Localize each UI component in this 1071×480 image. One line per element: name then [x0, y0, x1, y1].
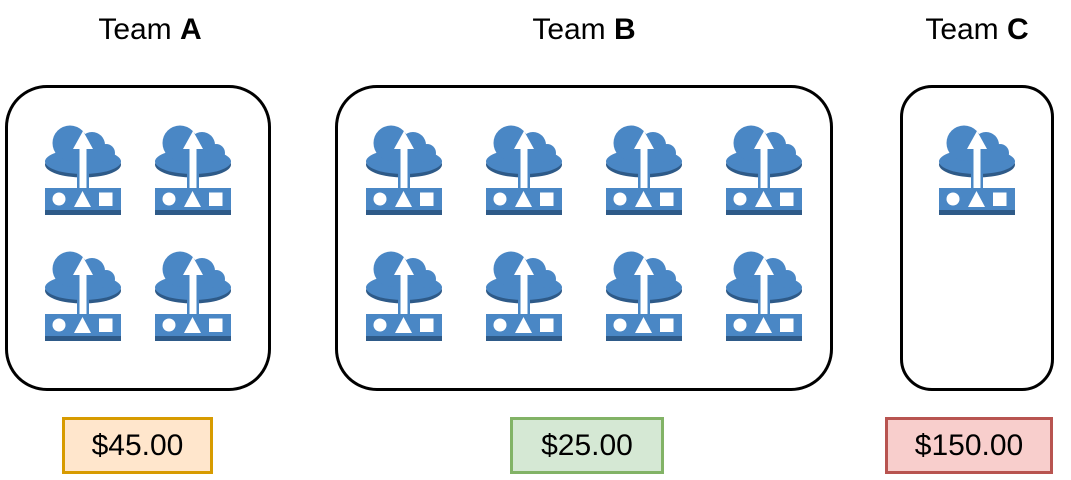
team-a-title-prefix: Team — [98, 13, 181, 46]
cloud-upload-icon — [726, 125, 802, 215]
cloud-upload-icon — [726, 251, 802, 341]
cloud-upload-icon — [486, 251, 562, 341]
team-a-title-letter: A — [180, 13, 202, 46]
cloud-upload-icon — [366, 251, 442, 341]
team-c-cost-label: $150.00 — [885, 417, 1053, 474]
cloud-upload-icon — [606, 125, 682, 215]
team-a-cost-text: $45.00 — [91, 428, 184, 462]
cloud-upload-icon — [155, 251, 231, 341]
cloud-upload-icon — [45, 251, 121, 341]
team-b-box — [335, 85, 833, 391]
team-a-box — [5, 85, 271, 391]
cloud-upload-icon — [939, 125, 1015, 215]
cloud-upload-icon — [366, 125, 442, 215]
team-c-cost-text: $150.00 — [914, 428, 1024, 462]
team-b-title-letter: B — [614, 13, 636, 46]
team-a-cost-label: $45.00 — [62, 417, 213, 474]
team-c-icon-grid — [903, 88, 1051, 218]
cloud-upload-icon — [45, 125, 121, 215]
team-b-cost-label: $25.00 — [510, 417, 664, 474]
team-c-box — [900, 85, 1054, 391]
cloud-upload-icon — [606, 251, 682, 341]
team-b-title-prefix: Team — [532, 13, 615, 46]
team-b-cost-text: $25.00 — [541, 428, 633, 462]
team-c-title-prefix: Team — [925, 13, 1008, 46]
team-c-title: Team C — [900, 8, 1054, 52]
team-a-icon-grid — [8, 88, 268, 344]
team-b-title: Team B — [335, 8, 833, 52]
cloud-upload-icon — [155, 125, 231, 215]
team-b-icon-grid — [338, 88, 830, 344]
team-c-title-letter: C — [1007, 13, 1029, 46]
team-a-title: Team A — [0, 8, 300, 52]
cloud-upload-icon — [486, 125, 562, 215]
